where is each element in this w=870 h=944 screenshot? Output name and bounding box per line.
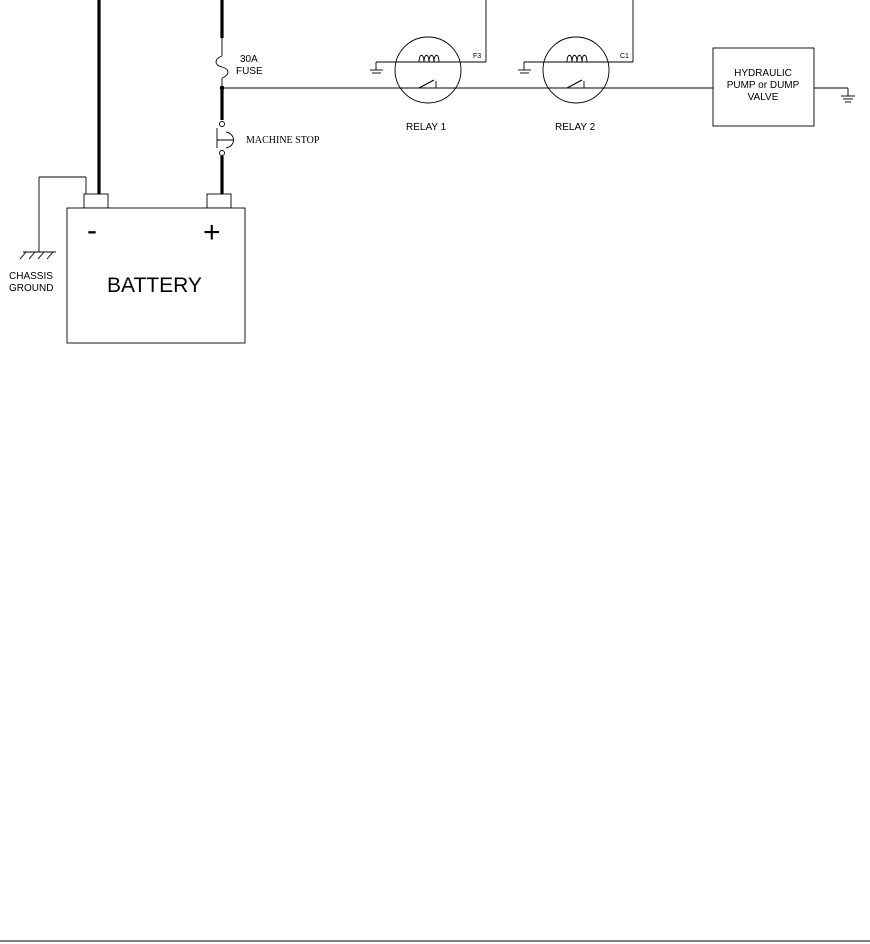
relay-1 xyxy=(370,0,487,104)
machine-stop-label: MACHINE STOP xyxy=(246,135,320,146)
battery xyxy=(66,193,246,344)
battery-label: BATTERY xyxy=(107,274,202,297)
relay-2-terminal-label: C1 xyxy=(620,53,629,60)
fuse-label-line2: FUSE xyxy=(236,66,263,77)
relay-1-label: RELAY 1 xyxy=(406,122,447,133)
chassis-ground-label-line1: CHASSIS xyxy=(9,271,53,282)
machine-stop-switch xyxy=(216,121,234,156)
chassis-ground-label-line2: GROUND xyxy=(9,283,53,294)
battery-positive-sign: + xyxy=(203,216,221,249)
chassis-ground xyxy=(19,176,87,260)
load-label-line1: HYDRAULIC xyxy=(734,68,792,79)
load-label-line2: PUMP or DUMP xyxy=(727,80,800,91)
relay-2-label: RELAY 2 xyxy=(555,122,596,133)
fuse-symbol xyxy=(215,38,229,86)
relay-1-terminal-label: F3 xyxy=(473,53,481,60)
relay-2 xyxy=(518,0,634,104)
load-label-line3: VALVE xyxy=(748,92,779,103)
battery-negative-sign: - xyxy=(87,214,97,247)
fuse-label-line1: 30A xyxy=(240,54,258,65)
hydraulic-load xyxy=(712,47,855,127)
